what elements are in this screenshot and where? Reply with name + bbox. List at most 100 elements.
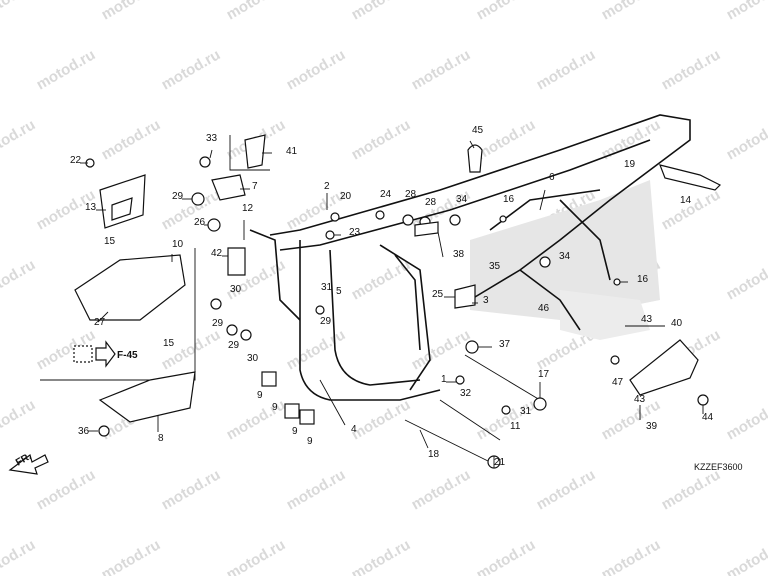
frame-shading-lower bbox=[560, 290, 650, 340]
callout-c20: 20 bbox=[340, 191, 352, 202]
watermark-text-4: motod.ru bbox=[474, 0, 539, 23]
watermark-text-15: motod.ru bbox=[99, 116, 164, 163]
bolt-17 bbox=[464, 354, 541, 401]
watermark-text-31: motod.ru bbox=[349, 256, 414, 303]
callout-c21: 21 bbox=[494, 457, 506, 468]
callout-c40: 40 bbox=[671, 318, 683, 329]
leader-18 bbox=[419, 429, 429, 449]
watermark-text-0: motod.ru bbox=[0, 0, 38, 23]
callout-c3: 3 bbox=[483, 295, 489, 306]
callout-c29b: 29 bbox=[212, 318, 224, 329]
watermark-text-56: motod.ru bbox=[0, 536, 38, 576]
frame-upper-rail bbox=[269, 114, 691, 301]
top-bracket-box bbox=[229, 135, 270, 171]
callout-c43b: 43 bbox=[634, 394, 646, 405]
callout-c42: 42 bbox=[211, 248, 223, 259]
callout-c22: 22 bbox=[70, 155, 82, 166]
callout-c38: 38 bbox=[453, 249, 465, 260]
watermark-text-60: motod.ru bbox=[474, 536, 539, 576]
callout-c12: 12 bbox=[242, 203, 254, 214]
watermark-text-28: motod.ru bbox=[0, 256, 38, 303]
bolt-29d bbox=[315, 305, 325, 315]
callout-c9c: 9 bbox=[292, 426, 298, 437]
watermark-text-18: motod.ru bbox=[474, 116, 539, 163]
watermark-text-53: motod.ru bbox=[534, 466, 599, 513]
section-dividers bbox=[40, 135, 270, 381]
callout-c19: 19 bbox=[624, 159, 636, 170]
front-arrow-icon bbox=[8, 453, 49, 475]
watermark-text-44: motod.ru bbox=[224, 396, 289, 443]
callout-c6: 6 bbox=[549, 172, 555, 183]
callout-c5: 5 bbox=[336, 286, 342, 297]
watermark-text-62: motod.ru bbox=[724, 536, 768, 576]
reference-arrow-icon bbox=[95, 340, 116, 368]
callout-c9d: 9 bbox=[307, 436, 313, 447]
callout-c30b: 30 bbox=[247, 353, 259, 364]
callout-c4: 4 bbox=[351, 424, 357, 435]
frame-subframe-lower bbox=[519, 269, 581, 331]
frame-head-tube bbox=[249, 229, 301, 321]
frame-pivot-plate-inner bbox=[394, 254, 421, 351]
callout-c41: 41 bbox=[286, 146, 298, 157]
leader-6 bbox=[539, 189, 546, 211]
skid-plate-part bbox=[74, 254, 186, 321]
callout-c11: 11 bbox=[510, 421, 521, 432]
watermark-text-52: motod.ru bbox=[409, 466, 474, 513]
watermark-text-50: motod.ru bbox=[159, 466, 224, 513]
watermark-text-51: motod.ru bbox=[284, 466, 349, 513]
callout-c24: 24 bbox=[380, 189, 392, 200]
diagram-code: KZZEF3600 bbox=[694, 462, 743, 472]
watermark-text-8: motod.ru bbox=[159, 46, 224, 93]
watermark-text-26: motod.ru bbox=[659, 186, 724, 233]
rear-cover-part bbox=[629, 339, 699, 396]
bolt-20 bbox=[330, 212, 340, 222]
callout-c9a: 9 bbox=[257, 390, 263, 401]
watermark-text-1: motod.ru bbox=[99, 0, 164, 23]
bolt-36 bbox=[98, 425, 110, 437]
callout-c13: 13 bbox=[85, 202, 97, 213]
watermark-text-58: motod.ru bbox=[224, 536, 289, 576]
callout-c34b: 34 bbox=[559, 251, 571, 262]
bolt-24 bbox=[375, 210, 385, 220]
watermark-text-59: motod.ru bbox=[349, 536, 414, 576]
bracket-41 bbox=[244, 134, 266, 169]
watermark-text-36: motod.ru bbox=[159, 326, 224, 373]
callout-c28a: 28 bbox=[405, 189, 417, 200]
callout-c37: 37 bbox=[499, 339, 511, 350]
bolt-34a bbox=[449, 214, 461, 226]
collar-30 bbox=[240, 329, 252, 341]
collar-9b bbox=[284, 403, 300, 419]
watermark-text-46: motod.ru bbox=[474, 396, 539, 443]
watermark-text-61: motod.ru bbox=[599, 536, 664, 576]
bolt-32 bbox=[455, 375, 465, 385]
frame-subframe-strut bbox=[559, 199, 611, 281]
callout-c8: 8 bbox=[158, 433, 164, 444]
callout-c34a: 34 bbox=[456, 194, 468, 205]
hook-45 bbox=[467, 144, 483, 173]
reference-box bbox=[73, 345, 93, 363]
collar-9a bbox=[261, 371, 277, 387]
bolt-34b bbox=[539, 256, 551, 268]
callout-c9b: 9 bbox=[272, 402, 278, 413]
callout-c10: 10 bbox=[172, 239, 184, 250]
grommet-29b bbox=[210, 298, 222, 310]
callout-c29d: 29 bbox=[228, 340, 240, 351]
reference-label: F-45 bbox=[117, 350, 138, 361]
watermark-text-5: motod.ru bbox=[599, 0, 664, 23]
callout-c44: 44 bbox=[702, 412, 714, 423]
leader-4 bbox=[319, 379, 346, 426]
callout-c16a: 16 bbox=[503, 194, 515, 205]
watermark-text-49: motod.ru bbox=[34, 466, 99, 513]
watermark-text-48: motod.ru bbox=[724, 396, 768, 443]
frame-shading bbox=[470, 180, 660, 340]
side-cover-window bbox=[111, 197, 133, 221]
grommet-29c bbox=[226, 324, 238, 336]
callout-c47: 47 bbox=[612, 377, 624, 388]
callout-c17: 17 bbox=[538, 369, 550, 380]
callout-c26: 26 bbox=[194, 217, 206, 228]
watermark-text-17: motod.ru bbox=[349, 116, 414, 163]
bolt-18 bbox=[404, 419, 491, 463]
callout-c1: 1 bbox=[441, 374, 447, 385]
callout-c30a: 30 bbox=[230, 284, 242, 295]
